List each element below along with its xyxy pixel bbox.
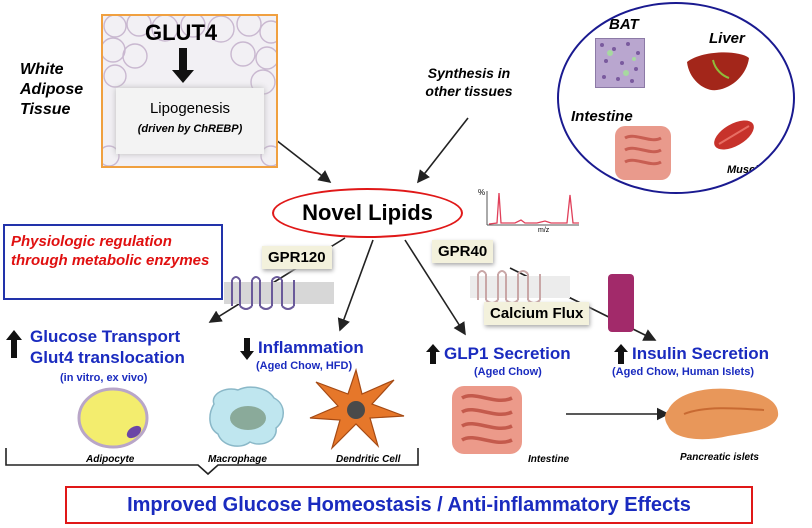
glp1-title: GLP1 Secretion (444, 344, 571, 363)
bracket (5, 448, 419, 476)
insulin-title: Insulin Secretion (632, 344, 769, 363)
pancreatic-islets-label: Pancreatic islets (680, 452, 759, 463)
adipocyte-label: Adipocyte (86, 454, 135, 465)
insulin-conditions: (Aged Chow, Human Islets) (612, 366, 754, 378)
lipogenesis-box: Lipogenesis (driven by ChREBP) (116, 88, 264, 154)
gpr40-label: GPR40 (432, 240, 494, 263)
liver-label: Liver (709, 30, 745, 47)
down-arrow-icon (172, 48, 194, 83)
glp1-up-arrow-icon (426, 344, 440, 364)
adipose-tissue-panel: GLUT4 Lipogenesis (driven by ChREBP) (101, 14, 278, 168)
adipocyte-mesh (103, 16, 276, 166)
glp1-conditions: (Aged Chow) (474, 366, 542, 378)
glut4-translocation-label: Glut4 translocation (30, 348, 185, 367)
muscle-icon (714, 120, 754, 150)
conclusion-box: Improved Glucose Homeostasis / Anti-infl… (65, 486, 753, 524)
ms-y-axis-label: % (478, 188, 486, 197)
pancreas-icon (665, 388, 779, 440)
inflammation-down-arrow-icon (240, 338, 254, 360)
glucose-transport-title: Glucose Transport (30, 327, 181, 346)
inflammation-title: Inflammation (258, 338, 364, 357)
glut4-label: GLUT4 (145, 20, 218, 45)
glucose-conditions: (in vitro, ex vivo) (60, 372, 148, 384)
calcium-flux-label: Calcium Flux (484, 302, 590, 325)
liver-icon (687, 52, 749, 91)
organ-circle: BAT Liver Intestine Muscle (557, 2, 795, 194)
chrebp-label: (driven by ChREBP) (137, 123, 243, 135)
muscle-label: Muscle (727, 164, 765, 176)
lipogenesis-label: Lipogenesis (149, 100, 231, 117)
synthesis-label: Synthesis in other tissues (425, 65, 513, 99)
gpr40-receptor-icon (470, 270, 570, 304)
novel-lipids-label: Novel Lipids (302, 200, 433, 225)
calcium-channel-icon (608, 274, 634, 332)
dendritic-cell-icon (309, 367, 405, 450)
bat-tissue-image (595, 38, 645, 88)
intestine-organ-label: Intestine (571, 108, 633, 125)
wat-label: White Adipose Tissue (20, 61, 84, 118)
macrophage-label: Macrophage (208, 454, 267, 465)
ms-x-axis-label: m/z (538, 227, 550, 234)
intestine-label: Intestine (528, 454, 570, 465)
regulation-text: Physiologic regulation through metabolic… (11, 233, 210, 269)
novel-lipids-ellipse: Novel Lipids (272, 188, 463, 238)
intestine-organ-icon (615, 126, 671, 180)
dendritic-label: Dendritic Cell (336, 454, 401, 465)
insulin-up-arrow-icon (614, 344, 628, 364)
mass-spectrum-plot (486, 191, 579, 226)
arrow-lipids-to-glp1 (404, 239, 466, 336)
glucose-transport-block: Glucose Transport Glut4 translocation (30, 326, 185, 368)
arrow-synthesis-to-lipids (417, 117, 469, 184)
bat-texture (600, 42, 640, 83)
bat-label: BAT (609, 16, 639, 33)
up-arrow-icon (6, 330, 22, 358)
arrow-lipids-to-inflammation (337, 239, 374, 332)
inflammation-conditions: (Aged Chow, HFD) (256, 360, 353, 372)
intestine-icon (452, 386, 522, 454)
gpr120-receptor-icon (224, 276, 334, 310)
conclusion-text: Improved Glucose Homeostasis / Anti-infl… (127, 493, 691, 516)
macrophage-icon (209, 386, 284, 447)
gpr120-label: GPR120 (262, 246, 332, 269)
regulation-box: Physiologic regulation through metabolic… (3, 224, 223, 300)
adipocyte-icon (77, 387, 149, 449)
